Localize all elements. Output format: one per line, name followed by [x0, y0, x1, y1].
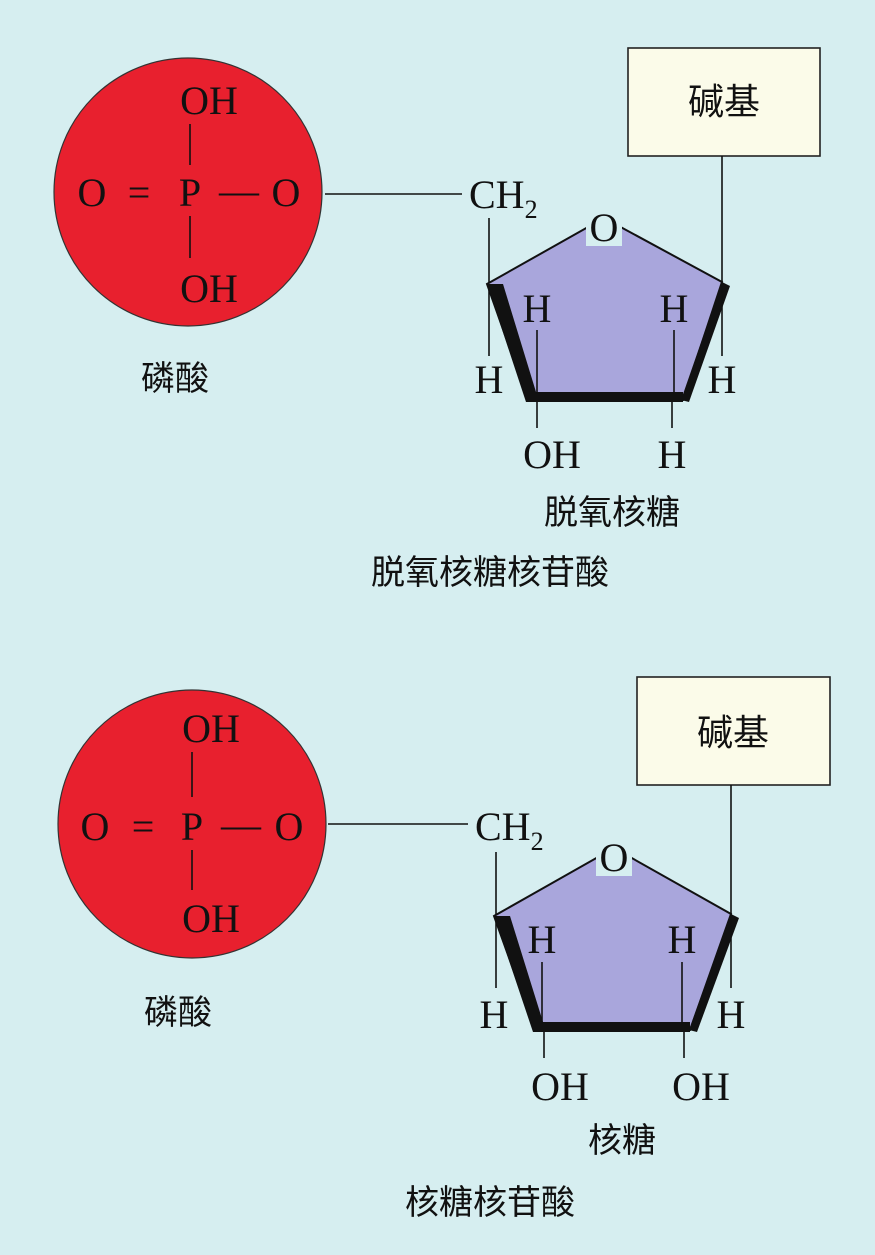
outer-h-left: H — [480, 992, 509, 1037]
outer-h-right: H — [708, 357, 737, 402]
phosphate-left-o: O — [81, 804, 110, 849]
phosphate-double-bond: = — [128, 170, 151, 215]
c3-substituent: OH — [531, 1064, 589, 1109]
ring-bold-edge — [487, 284, 683, 402]
base-label: 碱基 — [697, 713, 769, 754]
sugar-label: 脱氧核糖 — [544, 493, 680, 533]
c2-substituent: H — [658, 432, 687, 477]
diagram-title: 脱氧核糖核苷酸 — [371, 553, 609, 593]
deoxyribonucleotide-diagram: OH O = P — O OH 磷酸 CH2 碱基 O H H — [53, 47, 821, 593]
phosphate-dash: — — [220, 802, 262, 847]
ch2-group: CH2 — [469, 172, 538, 224]
ribose-ring: O H H H H OH OH — [480, 835, 746, 1109]
phosphate-double-bond: = — [132, 804, 155, 849]
ring-bold-edge-right — [681, 282, 730, 402]
ring-bold-edge-right — [689, 914, 739, 1032]
phosphate-dash: — — [218, 168, 260, 213]
ring-o-gap — [586, 208, 622, 246]
phosphate-group: OH O = P — O OH — [57, 689, 327, 959]
ring-h-left: H — [523, 286, 552, 331]
phosphate-label: 磷酸 — [144, 993, 212, 1033]
sugar-label: 核糖 — [588, 1121, 656, 1161]
ribonucleotide-diagram: OH O = P — O OH 磷酸 CH2 碱基 O H H — [57, 676, 831, 1223]
ring-h-left: H — [528, 917, 557, 962]
phosphate-circle — [57, 689, 327, 959]
phosphate-p: P — [181, 804, 203, 849]
ring-oxygen: O — [590, 205, 619, 250]
ch2-main: CH — [475, 804, 531, 849]
base-label: 碱基 — [688, 82, 760, 123]
ch2-main: CH — [469, 172, 525, 217]
ring-h-right: H — [660, 286, 689, 331]
phosphate-left-o: O — [78, 170, 107, 215]
phosphate-p: P — [179, 170, 201, 215]
ch2-subscript: 2 — [525, 195, 538, 224]
phosphate-circle — [53, 57, 323, 327]
c2-substituent: OH — [672, 1064, 730, 1109]
phosphate-right-o: O — [272, 170, 301, 215]
diagram-title: 核糖核苷酸 — [405, 1183, 575, 1223]
outer-h-right: H — [717, 992, 746, 1037]
ring-o-gap — [596, 838, 632, 876]
phosphate-top-oh: OH — [180, 78, 238, 123]
deoxyribose-ring: O H H H H OH H — [475, 205, 737, 477]
base-box — [636, 676, 831, 786]
ch2-group: CH2 — [475, 804, 544, 856]
phosphate-group: OH O = P — O OH — [53, 57, 323, 327]
base-box — [627, 47, 821, 157]
phosphate-bottom-oh: OH — [180, 266, 238, 311]
ring-h-right: H — [668, 917, 697, 962]
phosphate-right-o: O — [275, 804, 304, 849]
c3-substituent: OH — [523, 432, 581, 477]
phosphate-top-oh: OH — [182, 706, 240, 751]
outer-h-left: H — [475, 357, 504, 402]
ring-bold-edge — [494, 916, 690, 1032]
ch2-subscript: 2 — [531, 827, 544, 856]
ring-oxygen: O — [600, 835, 629, 880]
phosphate-bottom-oh: OH — [182, 896, 240, 941]
phosphate-label: 磷酸 — [141, 359, 209, 399]
